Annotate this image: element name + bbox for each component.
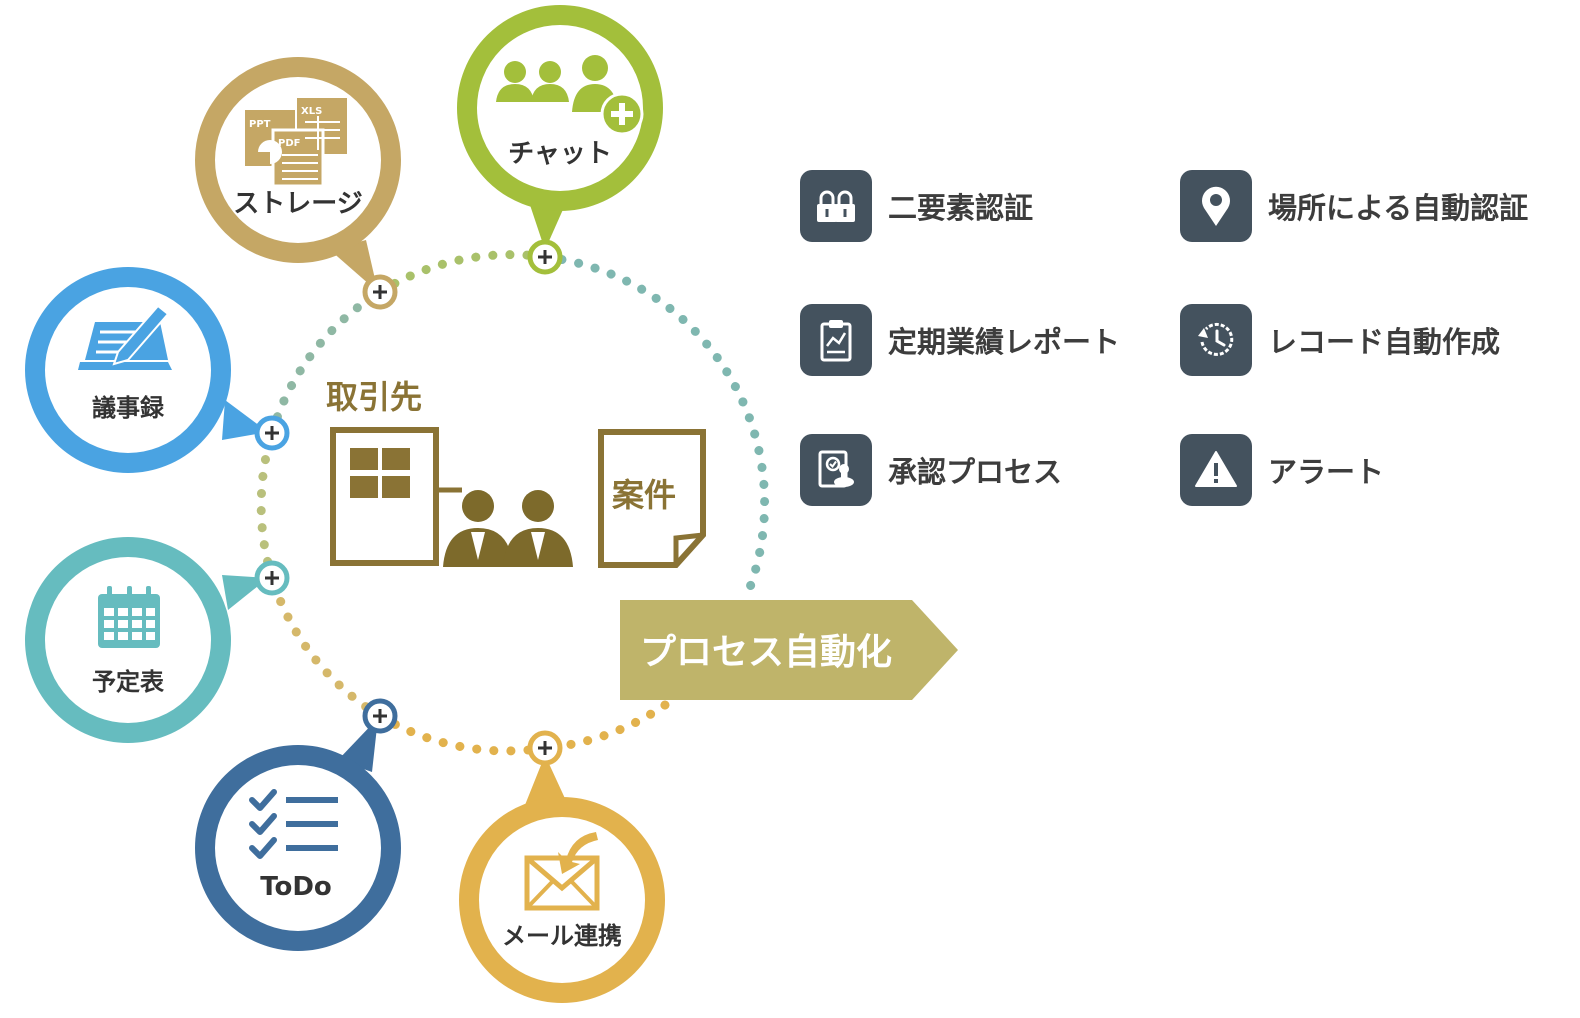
notes-pen-icon [78, 304, 172, 370]
feature-label: 場所による自動認証 [1268, 191, 1529, 225]
bubble-label-chat: チャット [508, 139, 612, 169]
bubble-mail[interactable]: メール連携 [459, 755, 665, 1003]
feature-auto-record: レコード自動作成 [1180, 304, 1500, 376]
lock-icon [800, 170, 872, 242]
bubble-label-mail: メール連携 [502, 922, 622, 950]
alert-icon [1180, 434, 1252, 506]
connector-mail[interactable] [527, 730, 563, 766]
people-icon [443, 490, 573, 567]
connector-todo[interactable] [362, 698, 398, 734]
center-client: 取引先 案件 [326, 378, 706, 568]
building-icon [330, 427, 462, 566]
feature-alert: アラート [1180, 434, 1384, 506]
file-storage-icon: PPT XLS PDF [245, 98, 347, 188]
bubble-chat[interactable]: チャット [457, 5, 663, 250]
file-tag-ppt: PPT [249, 119, 271, 130]
clock-refresh-icon [1180, 304, 1252, 376]
center-doc-label: 案件 [612, 476, 676, 514]
feature-label: 定期業績レポート [888, 325, 1121, 359]
file-tag-pdf: PDF [278, 138, 300, 149]
feature-two-factor: 二要素認証 [800, 170, 1033, 242]
document-icon: 案件 [598, 429, 706, 568]
bubble-minutes[interactable]: 議事録 [25, 267, 268, 473]
connector-chat[interactable] [527, 239, 563, 275]
feature-periodic-report: 定期業績レポート [800, 304, 1120, 376]
bubble-label-schedule: 予定表 [92, 668, 165, 696]
group-chat-icon [496, 55, 644, 136]
bubble-storage[interactable]: PPT XLS PDF ストレージ [195, 57, 401, 292]
feature-label: 二要素認証 [888, 191, 1034, 225]
process-automation-banner: プロセス自動化 [620, 600, 958, 700]
center-title: 取引先 [326, 378, 422, 416]
connector-storage[interactable] [362, 274, 398, 310]
bubble-todo[interactable]: ToDo [195, 718, 401, 951]
location-pin-icon [1180, 170, 1252, 242]
bubble-label-minutes: 議事録 [92, 394, 165, 422]
bubble-label-todo: ToDo [260, 872, 332, 902]
bubble-label-storage: ストレージ [233, 189, 362, 219]
banner-label: プロセス自動化 [640, 632, 892, 673]
mail-icon [524, 832, 600, 911]
feature-label: アラート [1268, 455, 1385, 489]
feature-label: 承認プロセス [888, 455, 1063, 489]
feature-label: レコード自動作成 [1268, 325, 1501, 359]
approval-stamp-icon [800, 434, 872, 506]
bubble-schedule[interactable]: 予定表 [25, 537, 268, 743]
file-tag-xls: XLS [301, 106, 322, 117]
feature-location-auth: 場所による自動認証 [1180, 170, 1528, 242]
clipboard-report-icon [800, 304, 872, 376]
calendar-icon [98, 586, 160, 648]
checklist-icon [249, 789, 338, 859]
connector-schedule[interactable] [254, 560, 290, 596]
connector-minutes[interactable] [254, 415, 290, 451]
feature-approval: 承認プロセス [800, 434, 1062, 506]
